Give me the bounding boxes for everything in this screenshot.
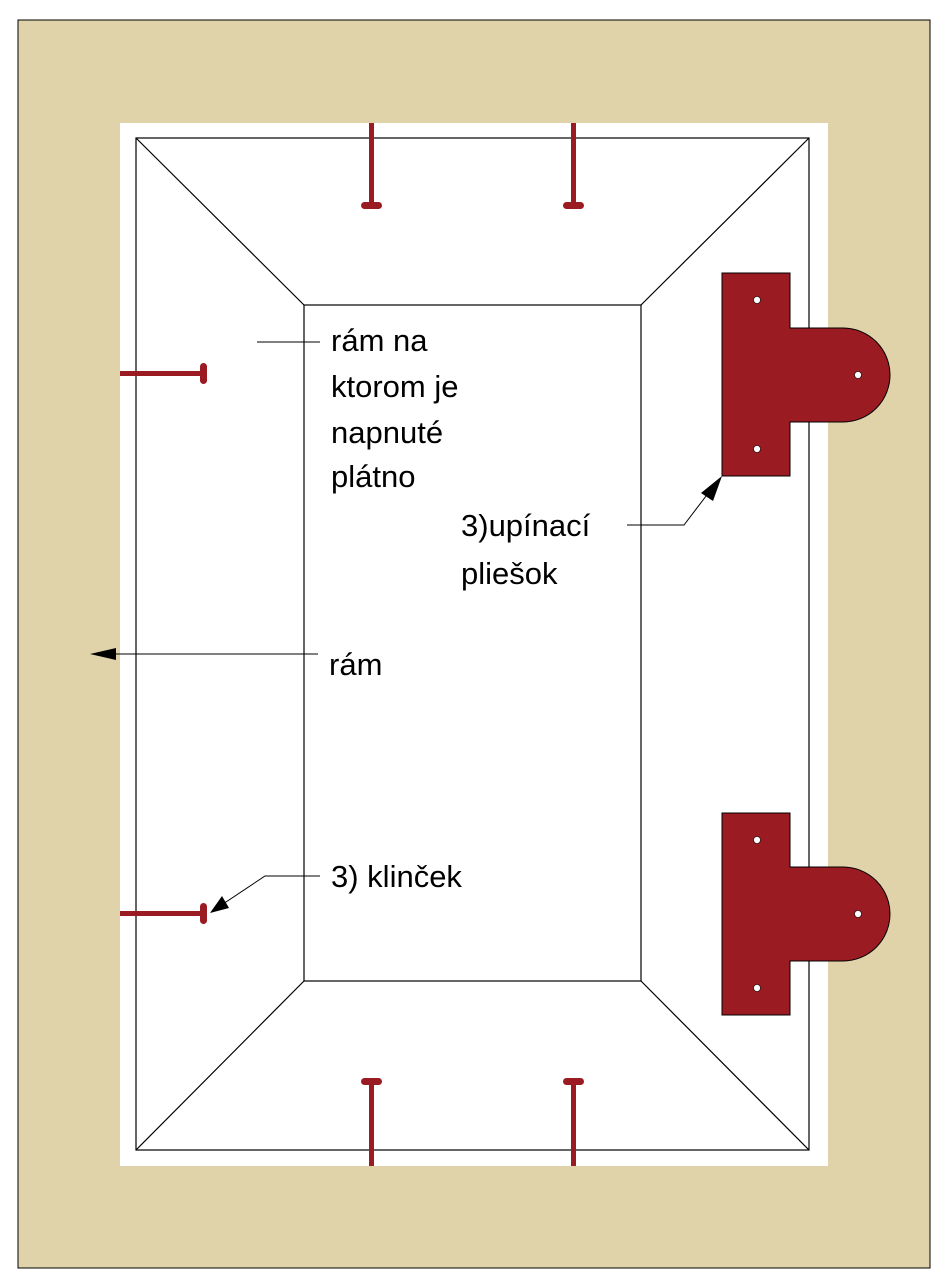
clip-hole <box>753 445 761 453</box>
clip-hole <box>753 836 761 844</box>
nail-top-1 <box>361 123 382 209</box>
clip-hole <box>753 984 761 992</box>
label-line: plátno <box>331 459 415 494</box>
leader-clip <box>627 482 717 526</box>
nail-bottom-2 <box>563 1078 584 1166</box>
bevel-line-top-left <box>135 137 305 306</box>
leader-nail <box>219 875 320 907</box>
arrowheads <box>90 476 722 913</box>
frame-outer-edge <box>135 137 810 1151</box>
label-clip: 3)upínací pliešok <box>461 508 599 591</box>
label-canvas-frame: rám na ktorom je napnuté plátno <box>331 323 467 494</box>
leader-lines <box>106 341 717 907</box>
label-nail: 3) klinček <box>331 859 462 894</box>
bevel-line-bottom-left <box>135 980 305 1151</box>
outer-frame <box>120 123 828 1166</box>
label-line: napnuté <box>331 415 443 450</box>
bevel-line-top-right <box>640 137 810 306</box>
nail-left-1 <box>120 363 207 384</box>
arrowhead-clip <box>701 476 722 501</box>
nail-bottom-1 <box>361 1078 382 1166</box>
arrowhead-nail <box>210 896 229 913</box>
label-line: ktorom je <box>331 369 458 404</box>
canvas-panel-edge <box>303 304 642 982</box>
frame-outline <box>135 137 810 1151</box>
clip-hole <box>753 296 761 304</box>
label-line: 3)upínací <box>461 508 591 543</box>
label-line: rám na <box>331 323 428 358</box>
mounting-clip-bottom <box>721 812 891 1016</box>
arrowhead-frame <box>90 648 116 660</box>
nail-left-2 <box>120 903 207 924</box>
nails <box>120 123 584 1166</box>
bevel-line-bottom-right <box>640 980 810 1151</box>
clip-hole <box>854 371 862 379</box>
label-frame: rám <box>329 647 382 682</box>
nail-top-2 <box>563 123 584 209</box>
clip-hole <box>854 910 862 918</box>
label-line: pliešok <box>461 556 558 591</box>
mounting-clip-top <box>721 272 891 477</box>
